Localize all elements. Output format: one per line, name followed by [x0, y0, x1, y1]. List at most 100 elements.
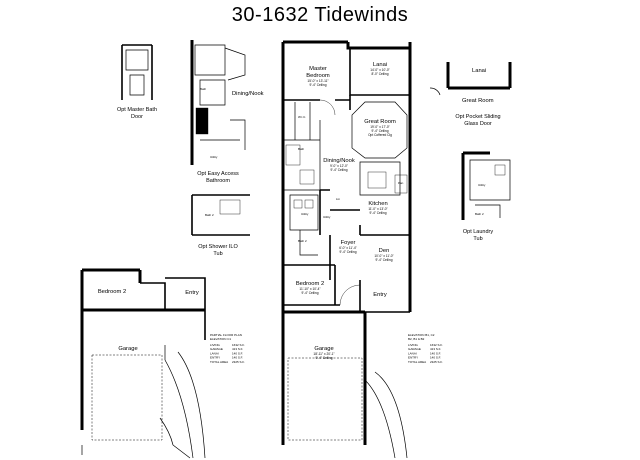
- label-utility: Utility: [301, 212, 309, 216]
- door-swing: [319, 99, 336, 116]
- kitchen-island: [367, 171, 387, 189]
- caption-laundry-tub-2: Tub: [473, 236, 482, 242]
- area-table-cell: LIVING: [210, 343, 221, 347]
- option-great-room: Opt Coffered Clg: [368, 133, 392, 137]
- caption-shower-tub-2: Tub: [213, 251, 222, 257]
- inset-master-bath-door: [121, 44, 153, 100]
- ceiling-master-bedroom: 9'-4" Ceiling: [310, 83, 327, 87]
- bedroom2-walls: [283, 264, 410, 313]
- master-bath-walls: [283, 102, 321, 191]
- label-kitchen: Kitchen: [368, 201, 387, 207]
- label-utility-inset-2: Utility: [478, 183, 486, 187]
- ceiling-lanai: 8'-0" Ceiling: [372, 72, 389, 76]
- caption-pocket-sliding: Opt Pocket Sliding: [455, 114, 500, 120]
- garage-walls: [283, 310, 367, 445]
- dims-foyer: 6'-0" x 11'-4": [339, 246, 357, 250]
- master-bedroom-walls: [283, 95, 351, 110]
- master-shower: [299, 169, 315, 185]
- partial-outer-walls: [80, 268, 205, 430]
- partial-note-2: ELEVATION C1: [210, 337, 231, 341]
- caption-shower-tub: Opt Shower ILO: [198, 244, 238, 250]
- label-partial-garage: Garage: [118, 346, 137, 352]
- area-table-cell: GARAGE: [210, 347, 223, 351]
- label-bath2-inset-2: Bath 2: [475, 212, 484, 216]
- area-table-cell: 140 S.F.: [430, 351, 441, 355]
- label-garage: Garage: [314, 346, 333, 352]
- area-table-cell: ENTRY: [210, 356, 220, 360]
- label-partial-entry: Entry: [185, 290, 199, 296]
- label-bath-inset: Bath: [200, 87, 207, 91]
- driveway-main: [364, 371, 408, 459]
- dims-dining-nook: 9'-0" x 12'-0": [330, 164, 348, 168]
- washer: [293, 199, 303, 209]
- elevation-note: ELEVATION B1, C2: [408, 333, 435, 337]
- foyer-den-walls: [329, 225, 410, 280]
- label-utility-inset: Utility: [210, 155, 218, 159]
- label-partial-bedroom2: Bedroom 2: [98, 289, 126, 295]
- label-lanai-inset: Lanai: [472, 68, 486, 74]
- area-table-cell: LANAI: [408, 351, 417, 355]
- plan-title: 30-1632 Tidewinds: [231, 4, 409, 26]
- main-floor-plan: [281, 40, 412, 459]
- dims-master-bedroom: 15'-0" x 13'-11": [307, 79, 328, 83]
- caption-easy-access: Opt Easy Access: [197, 171, 239, 177]
- label-den: Den: [379, 248, 390, 254]
- dining-walls: [319, 189, 360, 235]
- area-table-cell: LANAI: [210, 351, 219, 355]
- label-master-bedroom: Master: [309, 66, 327, 72]
- label-bedroom2: Bedroom 2: [296, 281, 324, 287]
- label-master-bedroom-2: Bedroom: [306, 73, 330, 79]
- caption-master-bath-door-2: Door: [131, 114, 143, 120]
- dims-den: 10'-0" x 11'-0": [374, 254, 393, 258]
- area-table-cell: 1632 S.F.: [232, 343, 245, 347]
- ceiling-great-room: 9'-4" Ceiling: [372, 129, 389, 133]
- label-great-room-inset: Great Room: [462, 98, 494, 104]
- main-outer-walls: [281, 40, 412, 445]
- utility-walls: [289, 194, 319, 256]
- master-tub: [285, 144, 301, 166]
- partial-curve: [159, 417, 191, 459]
- area-table-cell: 2325 S.F.: [232, 360, 245, 364]
- ceiling-den: 9'-4" Ceiling: [376, 258, 393, 262]
- caption-master-bath-door: Opt Master Bath: [117, 107, 157, 113]
- ceiling-garage: 9'-4" Ceiling: [316, 356, 333, 360]
- area-table-cell: 140 S.F.: [232, 351, 243, 355]
- area-table-cell: TOTAL AREA: [408, 360, 426, 364]
- area-table-cell: 2325 S.F.: [430, 360, 443, 364]
- label-entry: Entry: [373, 292, 387, 298]
- partial-note: PARTIAL FLOOR PLAN: [210, 333, 242, 337]
- dryer: [304, 199, 314, 209]
- elevation-note-2: B2, B1 & B2: [408, 337, 425, 341]
- partial-garage-door: [91, 354, 163, 441]
- caption-pocket-sliding-2: Glass Door: [464, 121, 492, 127]
- area-table-cell: 413 S.F.: [430, 347, 441, 351]
- label-foyer: Foyer: [341, 240, 356, 246]
- ceiling-foyer: 9'-4" Ceiling: [340, 250, 357, 254]
- label-pantry: Pan: [398, 181, 404, 185]
- label-bath2: Bath 2: [298, 239, 307, 243]
- pantry-box: [394, 174, 408, 194]
- label-lanai: Lanai: [373, 62, 387, 68]
- area-table-cell: ENTRY: [408, 356, 418, 360]
- area-table-cell: 413 S.F.: [232, 347, 243, 351]
- label-linen: Lin: [336, 197, 340, 201]
- label-bath2-inset: Bath 2: [205, 213, 214, 217]
- dims-lanai: 14'-0" x 10'-0": [370, 68, 390, 72]
- ceiling-kitchen: 9'-4" Ceiling: [370, 211, 387, 215]
- dims-bedroom2: 11'-10" x 10'-4": [299, 287, 320, 291]
- area-table-cell: TOTAL AREA: [210, 360, 228, 364]
- caption-laundry-tub: Opt Laundry: [463, 229, 494, 235]
- caption-easy-access-2: Bathroom: [206, 178, 230, 184]
- label-utility-2: Utility: [323, 215, 331, 219]
- label-dining-nook-inset: Dining/Nook: [232, 91, 264, 97]
- area-table-cell: 140 S.F.: [430, 356, 441, 360]
- great-room-ceiling: [351, 101, 408, 159]
- label-dining-nook: Dining/Nook: [323, 158, 355, 164]
- inset-pocket-slider: [429, 62, 512, 96]
- partial-floor-plan: [80, 268, 206, 459]
- door-swing: [339, 284, 361, 306]
- garage-door-line: [287, 357, 363, 441]
- area-table-cell: 140 S.F.: [232, 356, 243, 360]
- area-table-cell: GARAGE: [408, 347, 421, 351]
- partial-area-table: LIVING 1632 S.F. GARAGE 413 S.F. LANAI 140 S.…: [210, 343, 245, 364]
